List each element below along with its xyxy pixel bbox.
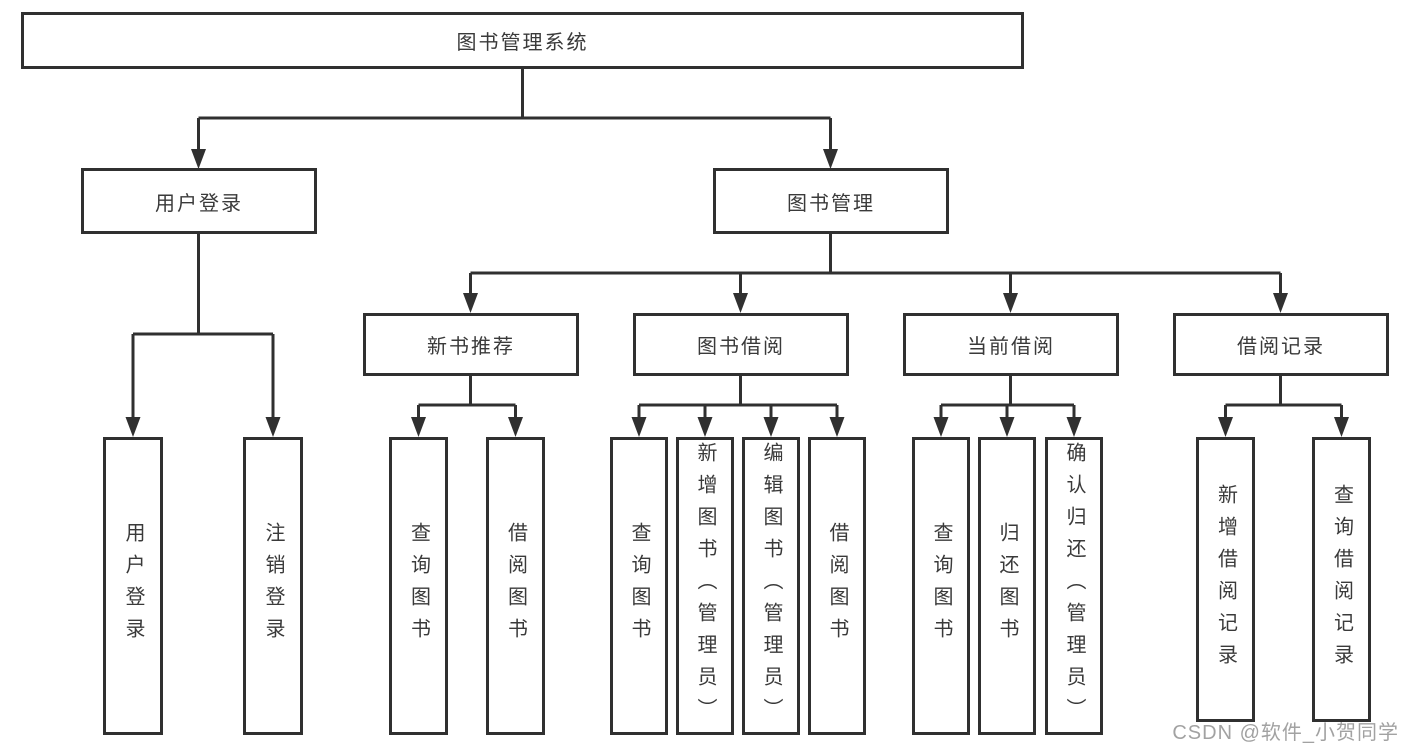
node-library-system-label: 图书管理系统 (456, 32, 589, 54)
leaf-return-books-label: 归还图书 (996, 522, 1018, 650)
arrowheads (125, 149, 1349, 437)
connector-root-to-level2 (197, 69, 832, 149)
leaf-query-borrow-record: 查询借阅记录 (1312, 437, 1371, 722)
connector-borrow-to-leaves (637, 376, 839, 417)
leaf-query-books-current: 查询图书 (912, 437, 970, 735)
leaf-borrow-books-recommend-label: 借阅图书 (504, 522, 527, 650)
node-current-borrow-label: 当前借阅 (967, 336, 1055, 358)
leaf-user-login-label: 用户登录 (122, 522, 144, 650)
leaf-logout-login: 注销登录 (243, 437, 303, 735)
leaf-query-books-borrow-label: 查询图书 (628, 522, 650, 650)
node-current-borrow: 当前借阅 (903, 313, 1119, 376)
node-borrow-records: 借阅记录 (1173, 313, 1389, 376)
node-user-login-label: 用户登录 (155, 192, 243, 215)
node-new-book-recommend-label: 新书推荐 (427, 336, 515, 358)
connector-bookmgmt-to-level3 (469, 234, 1282, 293)
leaf-return-books: 归还图书 (978, 437, 1036, 735)
leaf-confirm-return-admin: 确认归还（管理员） (1045, 437, 1103, 735)
leaf-borrow-books-recommend: 借阅图书 (486, 437, 545, 735)
leaf-query-borrow-record-label: 查询借阅记录 (1330, 483, 1353, 676)
connector-current-to-leaves (939, 376, 1076, 417)
connector-userlogin-to-leaves (131, 234, 275, 417)
leaf-query-books-current-label: 查询图书 (930, 522, 952, 650)
leaf-logout-login-label: 注销登录 (262, 522, 284, 650)
leaf-query-books-borrow: 查询图书 (610, 437, 668, 735)
node-borrow-records-label: 借阅记录 (1237, 336, 1325, 358)
connector-records-to-leaves (1224, 376, 1343, 417)
node-new-book-recommend: 新书推荐 (363, 313, 579, 376)
node-library-system: 图书管理系统 (21, 12, 1024, 69)
csdn-watermark: CSDN @软件_小贺同学 (1172, 722, 1399, 744)
node-book-borrow: 图书借阅 (633, 313, 849, 376)
node-book-borrow-label: 图书借阅 (697, 336, 785, 358)
leaf-user-login: 用户登录 (103, 437, 163, 735)
leaf-query-books-recommend: 查询图书 (389, 437, 448, 735)
leaf-edit-book-admin-label: 编辑图书（管理员） (760, 442, 782, 730)
leaf-query-books-recommend-label: 查询图书 (407, 522, 430, 650)
leaf-add-book-admin-label: 新增图书（管理员） (694, 442, 716, 730)
leaf-borrow-books-label: 借阅图书 (826, 522, 848, 650)
leaf-borrow-books: 借阅图书 (808, 437, 866, 735)
node-user-login: 用户登录 (81, 168, 317, 234)
leaf-confirm-return-admin-label: 确认归还（管理员） (1063, 442, 1085, 730)
connector-recommend-to-leaves (417, 376, 517, 417)
leaf-add-book-admin: 新增图书（管理员） (676, 437, 734, 735)
node-book-management-label: 图书管理 (787, 192, 875, 215)
leaf-edit-book-admin: 编辑图书（管理员） (742, 437, 800, 735)
leaf-add-borrow-record: 新增借阅记录 (1196, 437, 1255, 722)
leaf-add-borrow-record-label: 新增借阅记录 (1214, 483, 1237, 676)
node-book-management: 图书管理 (713, 168, 949, 234)
